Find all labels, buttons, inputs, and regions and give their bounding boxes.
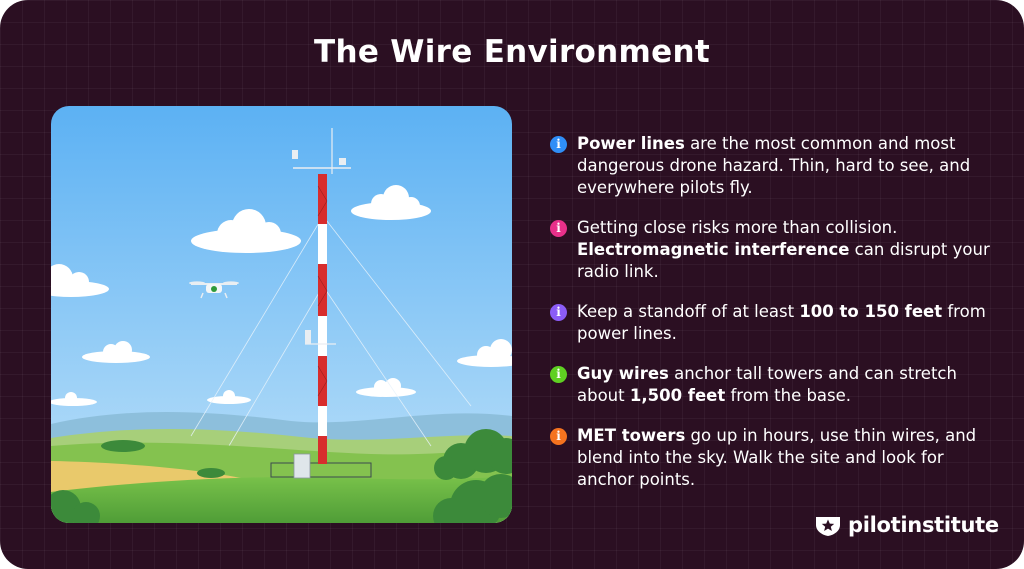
star-badge-icon [816, 517, 840, 536]
fact-highlight: MET towers [577, 426, 686, 445]
fact-text: from the base. [725, 386, 852, 405]
fact-interference: i Getting close risks more than collisio… [550, 217, 1000, 283]
fact-list: i Power lines are the most common and mo… [550, 133, 1000, 509]
brand-name: pilotinstitute [848, 513, 999, 537]
fact-highlight: 1,500 feet [629, 386, 726, 405]
fact-text: Keep a standoff of at least [577, 302, 800, 321]
fact-highlight: Electromagnetic interference [577, 240, 850, 259]
fact-met-towers: i MET towers go up in hours, use thin wi… [550, 425, 1000, 491]
fact-text: can disrupt your radio link. [577, 240, 990, 281]
fact-text: from power lines. [577, 302, 986, 343]
fact-highlight: 100 to 150 feet [799, 302, 943, 321]
brand-logo: pilotinstitute [814, 511, 999, 539]
page-title: The Wire Environment [314, 34, 710, 70]
info-icon: i [550, 428, 567, 445]
fact-text: go up in hours, use thin wires, and blen… [577, 426, 977, 489]
fact-text: anchor tall towers and can stretch about [577, 364, 957, 405]
fact-highlight: Guy wires [577, 364, 669, 383]
fact-highlight: Power lines [577, 134, 685, 153]
fact-text: are the most common and most dangerous d… [577, 134, 971, 197]
info-icon: i [550, 366, 567, 383]
info-icon: i [550, 220, 567, 237]
fact-power-lines: i Power lines are the most common and mo… [550, 133, 1000, 199]
drone [189, 281, 239, 299]
fact-text: Getting close risks more than collision. [577, 218, 898, 237]
met-tower [292, 128, 351, 464]
fact-guy-wires: i Guy wires anchor tall towers and can s… [550, 363, 1000, 407]
info-icon: i [550, 136, 567, 153]
info-icon: i [550, 304, 567, 321]
tower-illustration [51, 106, 512, 523]
fact-standoff: i Keep a standoff of at least 100 to 150… [550, 301, 1000, 345]
cloud [191, 209, 301, 253]
